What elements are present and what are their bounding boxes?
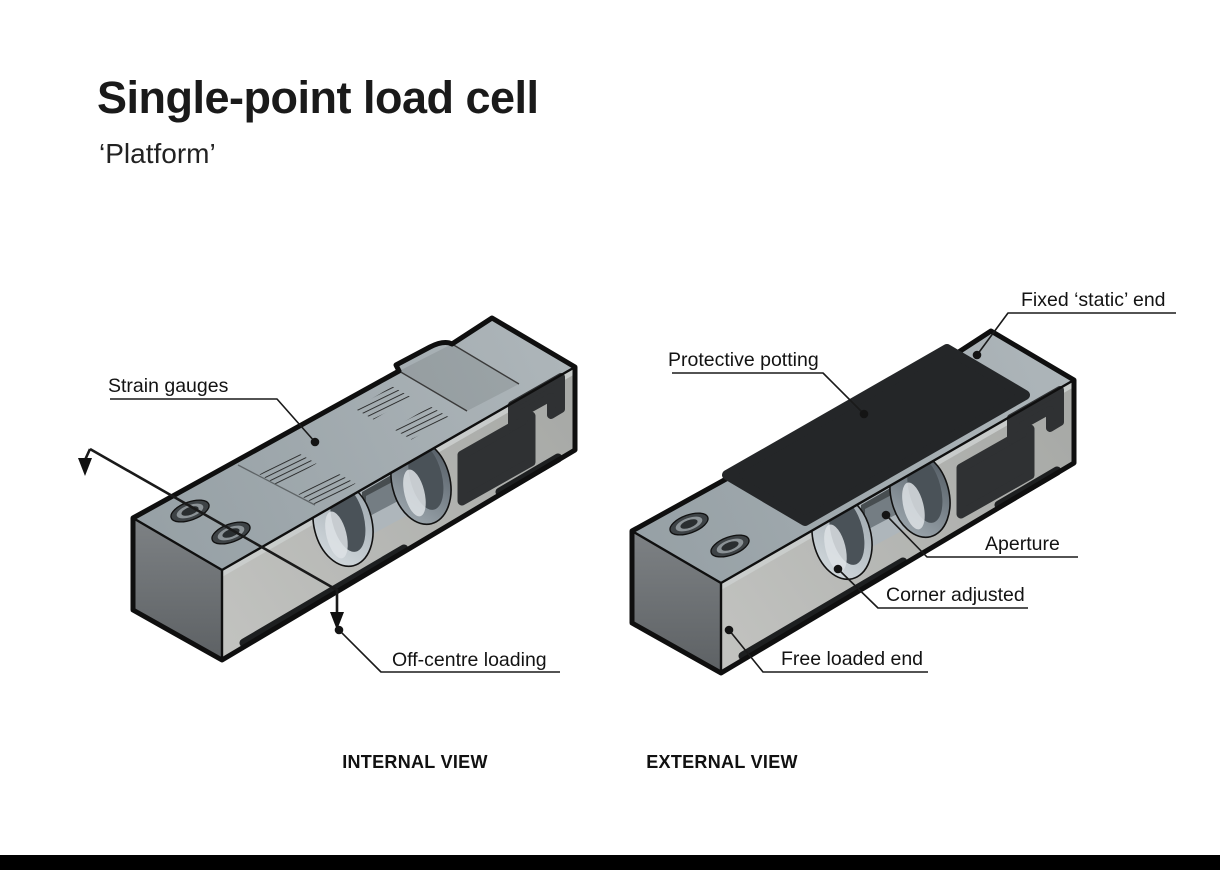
external-view-callouts: Fixed ‘static’ end Protective potting Ap… (668, 289, 1176, 673)
leader-off-centre-loading (338, 629, 560, 673)
protective-potting-cover (722, 344, 1030, 526)
page-subtitle: ‘Platform’ (99, 138, 216, 169)
page-title: Single-point load cell (97, 72, 539, 123)
leader-dot-fixed-static-end (972, 350, 982, 360)
leader-dot-corner-adjusted (833, 564, 843, 574)
strain-gauge-patch (392, 406, 450, 440)
strain-gauge-patch (354, 386, 412, 420)
off-centre-load-axis (78, 447, 344, 630)
bottom-bar (0, 855, 1220, 870)
external-view-illustration: Fixed ‘static’ end Protective potting Ap… (632, 289, 1176, 673)
leader-dot-aperture (881, 510, 891, 520)
label-off-centre-loading: Off-centre loading (392, 649, 547, 671)
leader-aperture (885, 514, 1078, 558)
leader-dot-protective-potting (859, 409, 869, 419)
leader-dot-free-loaded-end (724, 625, 734, 635)
leader-fixed-static-end (976, 312, 1176, 356)
leader-dot-off-centre-loading (334, 625, 344, 635)
label-corner-adjusted: Corner adjusted (886, 584, 1025, 606)
internal-view-caption: INTERNAL VIEW (342, 752, 488, 772)
strain-gauge-patches (259, 386, 450, 506)
internal-view-illustration: Strain gauges Off-centre loading (78, 318, 575, 673)
leader-dot-strain-gauges (310, 437, 320, 447)
label-strain-gauges: Strain gauges (108, 375, 229, 397)
load-arrowhead-bottom (330, 612, 344, 630)
label-protective-potting: Protective potting (668, 349, 819, 371)
internal-beam-body (133, 318, 575, 660)
strain-gauge-patch (298, 472, 356, 506)
load-arrowhead-left (78, 458, 92, 476)
external-view-caption: EXTERNAL VIEW (646, 752, 798, 772)
label-free-loaded-end: Free loaded end (781, 648, 923, 670)
strain-gauge-patch (259, 452, 317, 486)
label-aperture: Aperture (985, 533, 1060, 555)
internal-view-callouts: Strain gauges Off-centre loading (108, 375, 560, 673)
leader-strain-gauges (110, 398, 316, 443)
label-fixed-static-end: Fixed ‘static’ end (1021, 289, 1166, 311)
leader-corner-adjusted (837, 568, 1028, 609)
leader-protective-potting (672, 372, 865, 415)
leader-free-loaded-end (728, 629, 928, 673)
gauge-recess-edge (237, 464, 316, 506)
external-beam-body (632, 331, 1074, 673)
